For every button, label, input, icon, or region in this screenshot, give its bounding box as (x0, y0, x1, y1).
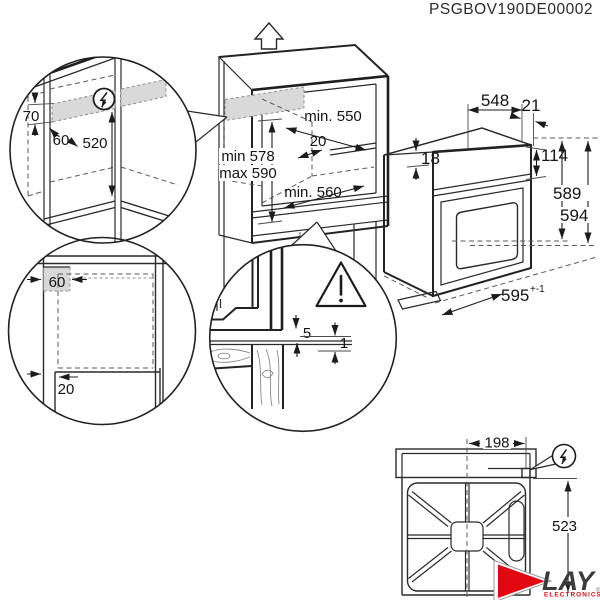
warning-icon (315, 261, 367, 308)
dim-niche-height-min-label: min 578 (221, 148, 274, 165)
dim-mount-height-label: 520 (82, 135, 107, 152)
document-code: PSGBOV190DE00002 (429, 1, 593, 18)
oven-door-window (455, 202, 519, 270)
logo-wordmark: LAY (542, 566, 597, 596)
electrical-zone-band (225, 87, 304, 121)
callout-wedge-electrical (186, 110, 228, 143)
dim-plinth-setback-label: 20 (58, 381, 75, 398)
oven-perspective-view: 18 548 21 114 589 594 595 +-1 (383, 91, 600, 316)
mains-terminal-square (521, 467, 531, 479)
dim-niche-height-max-label: max 590 (219, 165, 277, 182)
dim-recess-depth-label: 60 (53, 132, 70, 149)
dim-front-gap-label: 1 (340, 335, 348, 352)
dim-top-overhang-label: 18 (421, 149, 440, 168)
dim-body-height-label: 589 (553, 184, 581, 203)
electrical-zone-square (43, 267, 70, 291)
dim-total-height-label: 594 (560, 206, 588, 225)
electrical-connection-icon (92, 87, 116, 111)
detail-circle-electrical-recess-outline (9, 56, 197, 244)
logo-reg-mark: ® (596, 587, 600, 594)
dim-recess-height-label: 70 (23, 108, 40, 125)
detail-circle-front-view-outline (7, 236, 197, 426)
dim-front-width-tolerance: +-1 (530, 284, 545, 295)
logo-subtext: ELECTRONICS (544, 592, 600, 599)
detail-circle-clearance-section: 5 1 (209, 248, 367, 409)
dim-mains-offset-label: 198 (484, 435, 509, 452)
brand-logo: LAY ELECTRONICS ® (493, 559, 600, 600)
dim-recess-width-label: 60 (49, 274, 66, 291)
cabinet-perspective-view: min. 550 20 min 578 max 590 min. 560 (217, 21, 390, 295)
oven-top-view: 198 523 (395, 435, 583, 599)
detail-circle-clearance-outline (208, 243, 398, 433)
dim-terminal-depth-label: 21 (522, 96, 541, 115)
callout-wedge-clearance (290, 221, 337, 252)
dim-depth-bottom-label: min. 560 (284, 184, 342, 201)
electrical-connection-icon (551, 443, 577, 469)
dim-depth-top-label: min. 550 (304, 108, 362, 125)
dim-cable-depth-label: 523 (552, 518, 577, 535)
dim-shelf-gap-label: 5 (303, 325, 311, 342)
electrical-callout (530, 443, 577, 471)
dim-rail-setback-label: 20 (310, 133, 327, 150)
direction-up-icon (253, 21, 285, 50)
dim-front-width-label: 595 (501, 286, 529, 305)
dim-body-depth-label: 548 (481, 91, 509, 110)
detail-circle-front-view: 60 20 (27, 255, 170, 418)
play-triangle-icon (498, 564, 545, 598)
dim-panel-height-label: 114 (541, 146, 568, 165)
